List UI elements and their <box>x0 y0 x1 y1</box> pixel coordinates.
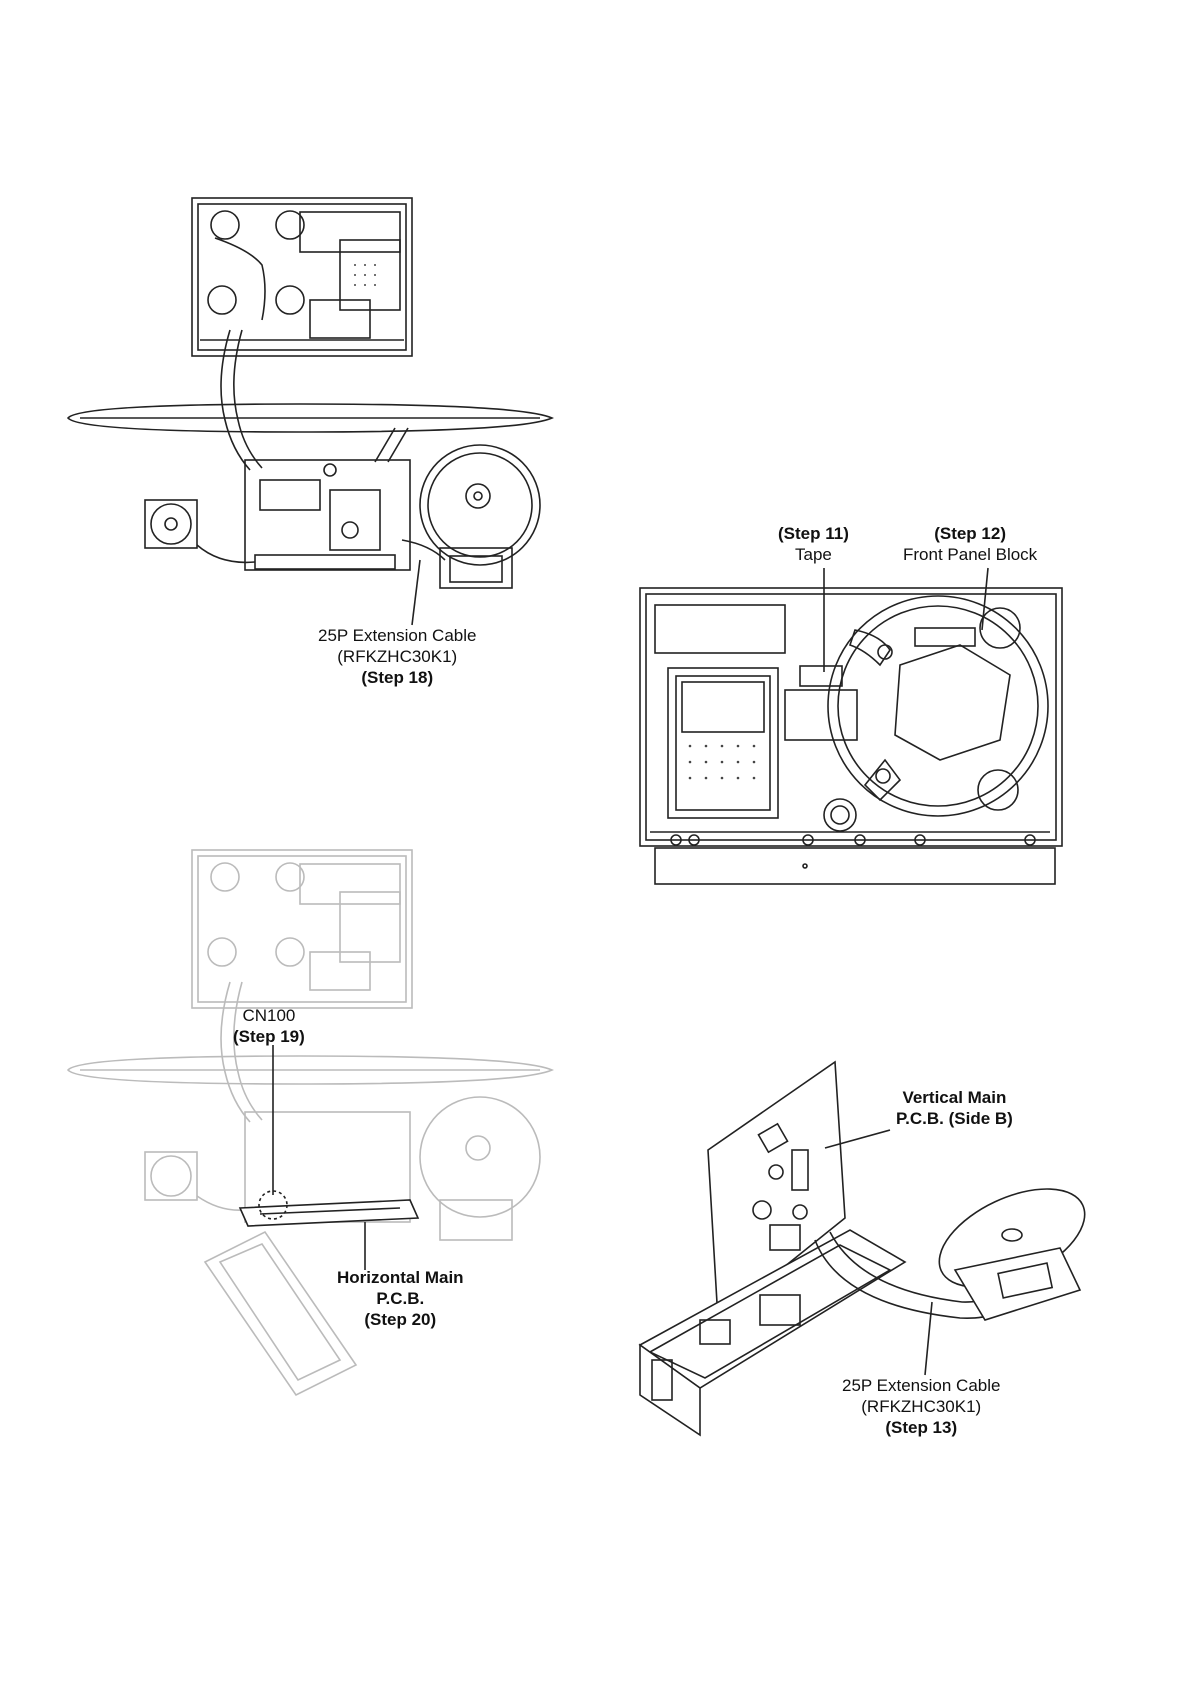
figure-2-unit <box>640 568 1062 884</box>
chassis-dots <box>354 264 376 286</box>
fig2-panel-label: (Step 12) Front Panel Block <box>903 523 1037 565</box>
fig1-cable-label: 25P Extension Cable (RFKZHC30K1) (Step 1… <box>318 625 476 688</box>
fig2-tape-label: (Step 11) Tape <box>778 523 849 565</box>
figure-1-unit <box>68 198 552 625</box>
pcb-dots <box>689 745 756 780</box>
figure-3-unit <box>68 850 552 1395</box>
fig4-pcb-label: Vertical Main P.C.B. (Side B) <box>896 1087 1013 1129</box>
fig3-cn100-label: CN100 (Step 19) <box>233 1005 305 1047</box>
fig3-pcb-label: Horizontal Main P.C.B. (Step 20) <box>337 1267 464 1330</box>
fig4-cable-label: 25P Extension Cable (RFKZHC30K1) (Step 1… <box>842 1375 1000 1438</box>
